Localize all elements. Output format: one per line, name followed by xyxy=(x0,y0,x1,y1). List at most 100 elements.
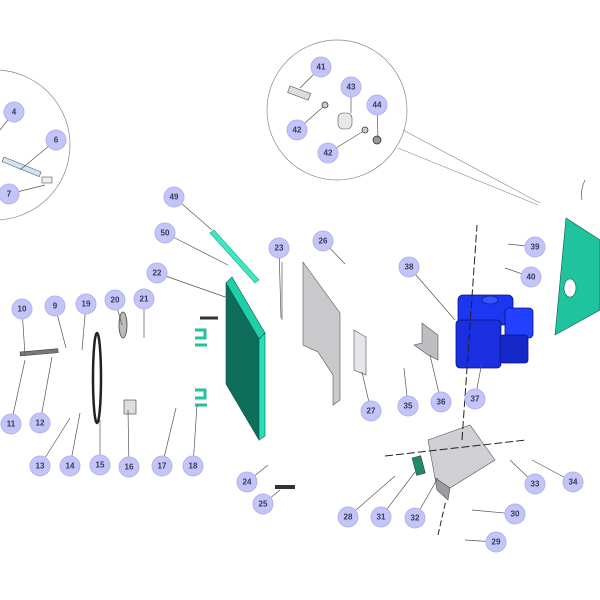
callout-number: 25 xyxy=(259,500,268,509)
callout-number: 19 xyxy=(82,300,91,309)
callout-number: 10 xyxy=(18,305,27,314)
callout-bubble xyxy=(340,76,362,98)
callout-number: 38 xyxy=(405,263,414,272)
callout-number: 11 xyxy=(7,420,16,429)
callout-30: 30 xyxy=(471,503,526,525)
callout-29: 29 xyxy=(464,531,507,553)
callout-bubble xyxy=(504,503,526,525)
right-green-cover xyxy=(554,179,600,336)
callout-bubble xyxy=(286,119,308,141)
callout-23: 23 xyxy=(268,237,290,319)
callout-50: 50 xyxy=(154,222,229,266)
callout-bubble xyxy=(59,455,81,477)
callout-number: 49 xyxy=(170,193,179,202)
callout-bubble xyxy=(154,222,176,244)
callout-bubble xyxy=(182,455,204,477)
callout-bubble xyxy=(360,400,382,422)
callout-bubble xyxy=(312,230,334,252)
callout-bubble xyxy=(75,293,97,315)
callout-number: 40 xyxy=(527,273,536,282)
callout-15: 15 xyxy=(89,420,111,476)
part-22-green-panel xyxy=(225,276,266,442)
leader-line xyxy=(10,359,26,425)
callout-number: 16 xyxy=(125,463,134,472)
leader-line xyxy=(408,266,456,321)
callout-36: 36 xyxy=(429,354,452,413)
callout-number: 43 xyxy=(347,83,356,92)
callout-bubble xyxy=(562,471,584,493)
callout-22: 22 xyxy=(146,262,229,299)
callout-number: 24 xyxy=(243,478,252,487)
callout-12: 12 xyxy=(29,356,53,434)
callout-bubble xyxy=(485,531,507,553)
callout-bubble xyxy=(398,256,420,278)
callout-21: 21 xyxy=(133,288,155,338)
callout-number: 29 xyxy=(492,538,501,547)
callout-number: 21 xyxy=(140,295,149,304)
callout-number: 39 xyxy=(531,243,540,252)
callout-number: 13 xyxy=(36,462,45,471)
part-49-rod xyxy=(209,229,260,284)
callout-bubble xyxy=(520,266,542,288)
callout-bubble xyxy=(133,288,155,310)
callout-4: 4 xyxy=(0,101,25,131)
callout-bubble xyxy=(236,471,258,493)
callout-39: 39 xyxy=(507,236,546,258)
callout-bubble xyxy=(104,289,126,311)
callout-number: 12 xyxy=(36,419,45,428)
callout-number: 31 xyxy=(377,513,386,522)
callout-number: 28 xyxy=(344,513,353,522)
part-27-bracket xyxy=(353,329,367,376)
callout-bubble xyxy=(3,101,25,123)
callout-bubble xyxy=(397,395,419,417)
callout-17: 17 xyxy=(151,407,177,477)
callout-bubble xyxy=(524,473,546,495)
callout-24: 24 xyxy=(236,464,269,493)
callout-28: 28 xyxy=(337,475,396,528)
callout-number: 50 xyxy=(161,229,170,238)
callout-10: 10 xyxy=(11,298,33,356)
callout-bubble xyxy=(337,506,359,528)
callout-25: 25 xyxy=(252,489,281,515)
callout-number: 15 xyxy=(96,461,105,470)
leader-line xyxy=(39,356,53,424)
callout-bubble xyxy=(118,456,140,478)
callout-31: 31 xyxy=(370,471,416,528)
callout-number: 20 xyxy=(111,296,120,305)
callout-bubble xyxy=(11,298,33,320)
callout-bubble xyxy=(89,454,111,476)
callout-44: 44 xyxy=(366,94,388,139)
callout-37: 37 xyxy=(464,361,486,410)
callout-number: 33 xyxy=(531,480,540,489)
callout-number: 6 xyxy=(54,136,59,145)
callout-19: 19 xyxy=(75,293,97,351)
callout-bubble xyxy=(252,493,274,515)
callout-35: 35 xyxy=(397,367,419,417)
callout-42: 42 xyxy=(286,106,324,141)
callout-number: 27 xyxy=(367,407,376,416)
callout-number: 36 xyxy=(437,398,446,407)
callout-number: 37 xyxy=(471,395,480,404)
detail-circle-right xyxy=(266,39,541,206)
part-26-gray-sheet xyxy=(302,261,341,406)
callout-34: 34 xyxy=(531,459,584,493)
callout-bubble xyxy=(366,94,388,116)
leader-line xyxy=(164,232,229,266)
part-32-base-tray xyxy=(411,424,496,501)
callout-number: 9 xyxy=(53,302,58,311)
callout-number: 23 xyxy=(275,244,284,253)
callout-bubble xyxy=(146,262,168,284)
callout-27: 27 xyxy=(360,371,382,422)
callout-11: 11 xyxy=(0,359,26,435)
callout-13: 13 xyxy=(29,417,71,477)
callout-32: 32 xyxy=(404,477,439,529)
callout-number: 42 xyxy=(293,126,302,135)
callout-16: 16 xyxy=(118,409,140,478)
callout-number: 4 xyxy=(12,108,17,117)
callout-6: 6 xyxy=(19,129,67,171)
callout-number: 30 xyxy=(511,510,520,519)
callout-9: 9 xyxy=(44,295,67,349)
callout-number: 17 xyxy=(158,462,167,471)
